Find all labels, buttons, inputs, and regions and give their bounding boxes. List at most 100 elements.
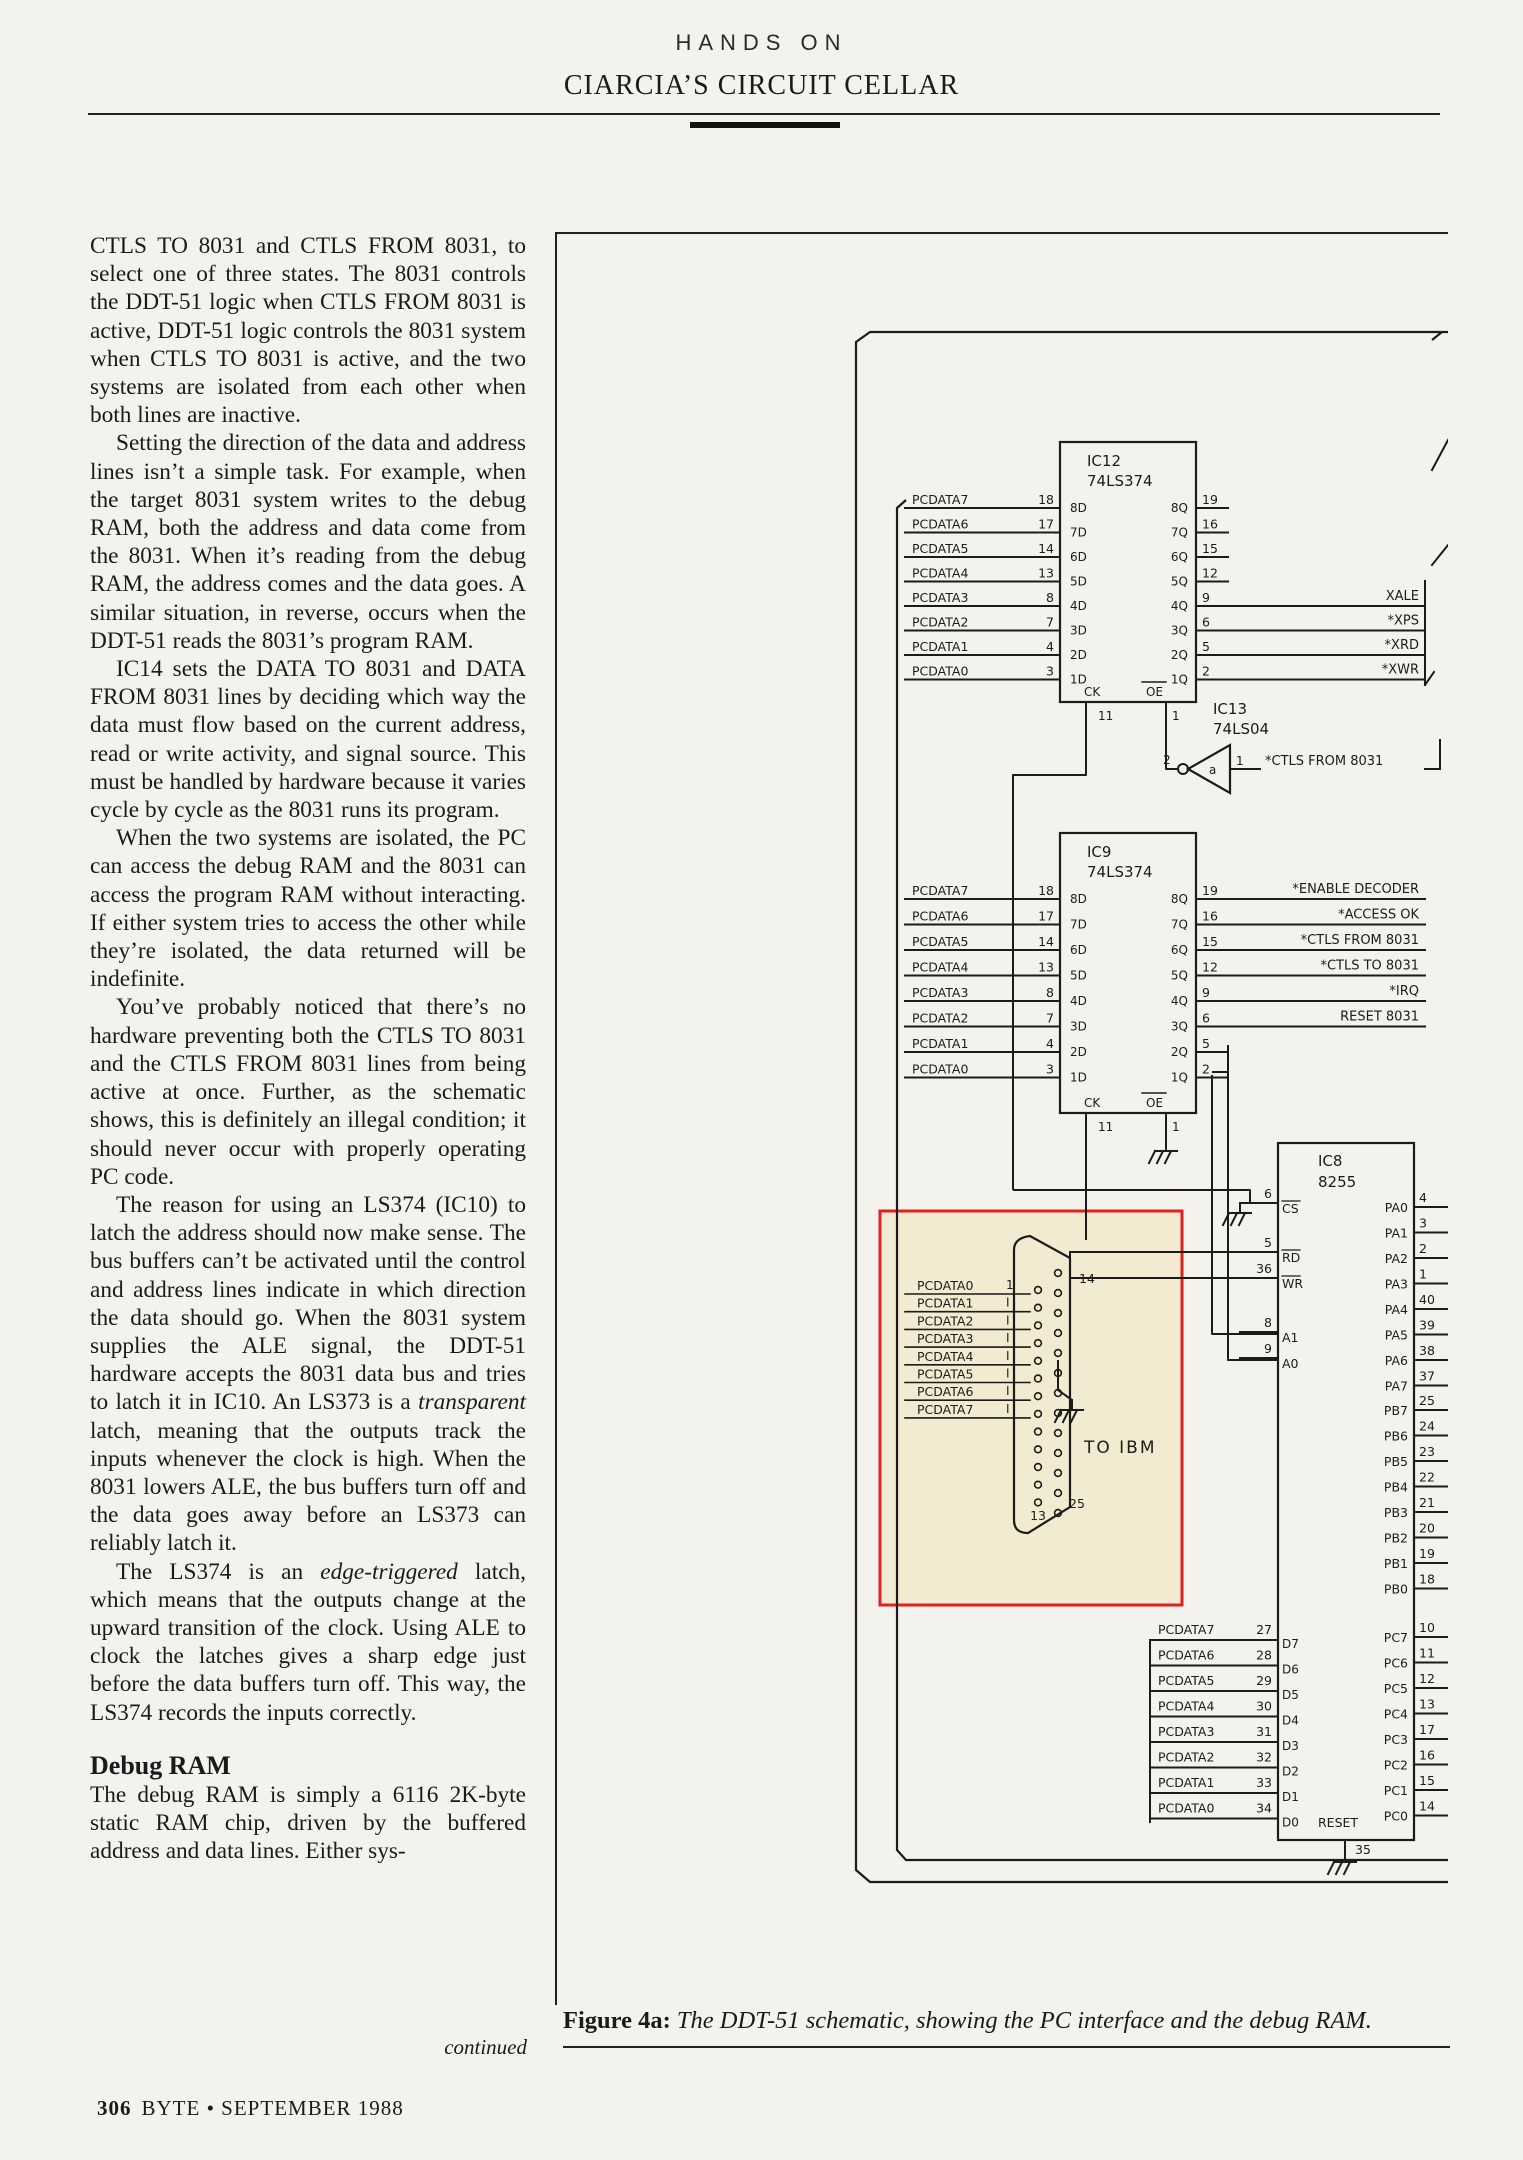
pin-number: 23 [1419,1444,1435,1459]
article-column: CTLS TO 8031 and CTLS FROM 8031, to sele… [90,232,526,1865]
pin-name: 6D [1070,550,1087,564]
pcdata-label: PCDATA7 [912,492,968,507]
pin-name: 2D [1070,648,1087,662]
ic12-body [1058,440,1198,704]
pin-name: D5 [1282,1688,1299,1702]
pcdata-label: PCDATA2 [917,1313,973,1328]
pin-number: 22 [1419,1470,1435,1485]
control-wire [1013,1189,1251,1203]
pin-number: 6 [1264,1186,1272,1201]
signal-label: *XRD [1385,638,1419,653]
figure-frame [555,232,1448,2005]
pcdata-label: PCDATA7 [917,1402,973,1417]
ic12-name: IC12 [1087,452,1121,470]
pin-number: 11 [1098,1120,1113,1134]
port-label: PB1 [1384,1556,1408,1571]
pin-name: 5Q [1171,575,1188,589]
ground-symbol [1061,1408,1071,1424]
connector-pin [1053,1448,1063,1458]
port-label: PC1 [1384,1783,1408,1798]
pin-number: I [1006,1402,1010,1416]
connector-pin [1033,1480,1043,1489]
ic12-part: 74LS374 [1087,472,1153,490]
pin-name: 2Q [1171,648,1188,662]
pcdata-label: PCDATA2 [1158,1750,1214,1765]
pin-number: 13 [1038,960,1054,975]
pin-number: 19 [1202,883,1218,898]
pin-number: 4 [1046,1036,1054,1051]
connector-pin [1033,1303,1043,1312]
ground-symbol [1069,1408,1079,1424]
port-label: PB2 [1384,1531,1408,1546]
clock-label: CK [1084,1096,1101,1110]
pcdata-label: PCDATA5 [912,541,968,556]
pin-name: 6D [1070,943,1087,957]
pcdata-label: PCDATA5 [1158,1673,1214,1688]
emphasis: edge-triggered [320,1558,458,1585]
pin-number: 10 [1419,1620,1435,1635]
pin-name: 8Q [1171,501,1188,515]
pin-number: 7 [1046,1011,1054,1026]
paragraph-text: latch, meaning that the outputs track th… [90,1417,526,1557]
pcdata-label: PCDATA1 [912,1036,968,1051]
pin-number: 2 [1202,664,1210,679]
ground-symbol [1237,1211,1247,1227]
pin-number: 5 [1202,1036,1210,1051]
port-label: PC5 [1384,1681,1408,1696]
pin-number: 35 [1355,1842,1371,1857]
section-kicker: HANDS ON [675,30,848,55]
pin-number: 16 [1202,909,1218,924]
pin-number: 15 [1419,1773,1435,1788]
inner-bus [895,499,1448,1862]
pcdata-label: PCDATA0 [917,1278,973,1293]
pcdata-label: PCDATA3 [1158,1724,1214,1739]
pin-number: 19 [1202,492,1218,507]
port-label: PB4 [1384,1480,1408,1495]
pin-name: WR [1282,1276,1303,1291]
pin-number: 31 [1256,1724,1272,1739]
pin-name: 3D [1070,1020,1087,1034]
pin-name: 3Q [1171,1020,1188,1034]
port-label: PC0 [1384,1809,1408,1824]
connector-pin [1033,1285,1043,1295]
connector-pin [1033,1409,1043,1419]
pin-name: 3Q [1171,624,1188,638]
pin-name: 2Q [1171,1045,1188,1059]
pcdata-label: PCDATA0 [912,1062,968,1077]
pin-number: 11 [1098,709,1113,723]
connector-pin [1053,1508,1063,1518]
connector-pin [1053,1428,1063,1438]
paragraph-text: latch, which means that the outputs chan… [90,1558,527,1726]
clock-label: CK [1084,685,1101,699]
pin-name: 6Q [1171,550,1188,564]
pin-number: 8 [1046,985,1054,1000]
ground-symbol [1155,1149,1165,1165]
ground-symbol [1342,1860,1352,1876]
connector-pin [1053,1468,1063,1478]
ground-wire [1057,1360,1073,1401]
article-paragraph: CTLS TO 8031 and CTLS FROM 8031, to sele… [90,233,526,429]
pin-name: 3D [1070,624,1087,638]
port-label: PB6 [1384,1429,1408,1444]
pin-name: CS [1282,1201,1299,1216]
pin-name: 1D [1070,1071,1087,1085]
caption-label: Figure 4a: [563,2007,671,2034]
pin-number: I [1006,1384,1010,1398]
pcdata-label: PCDATA0 [1158,1801,1214,1816]
pin-name: 5Q [1171,969,1188,983]
pin-number: 34 [1256,1801,1272,1816]
highlight-box [878,1209,1184,1607]
port-label: PA7 [1385,1379,1408,1394]
pin-number: 4 [1046,639,1054,654]
pin-name: D7 [1282,1637,1299,1651]
pin-number: 29 [1256,1673,1272,1688]
pin-number: 16 [1419,1748,1435,1763]
article-paragraph: You’ve probably noticed that there’s no … [90,994,526,1190]
pcdata-label: PCDATA7 [912,883,968,898]
pin-number: 12 [1419,1671,1435,1686]
pin-number: 17 [1038,517,1054,532]
pin-name: D3 [1282,1739,1299,1753]
pin-name: 8D [1070,501,1087,515]
oe-wire [1165,702,1178,770]
signal-label: *CTLS FROM 8031 [1301,933,1419,948]
